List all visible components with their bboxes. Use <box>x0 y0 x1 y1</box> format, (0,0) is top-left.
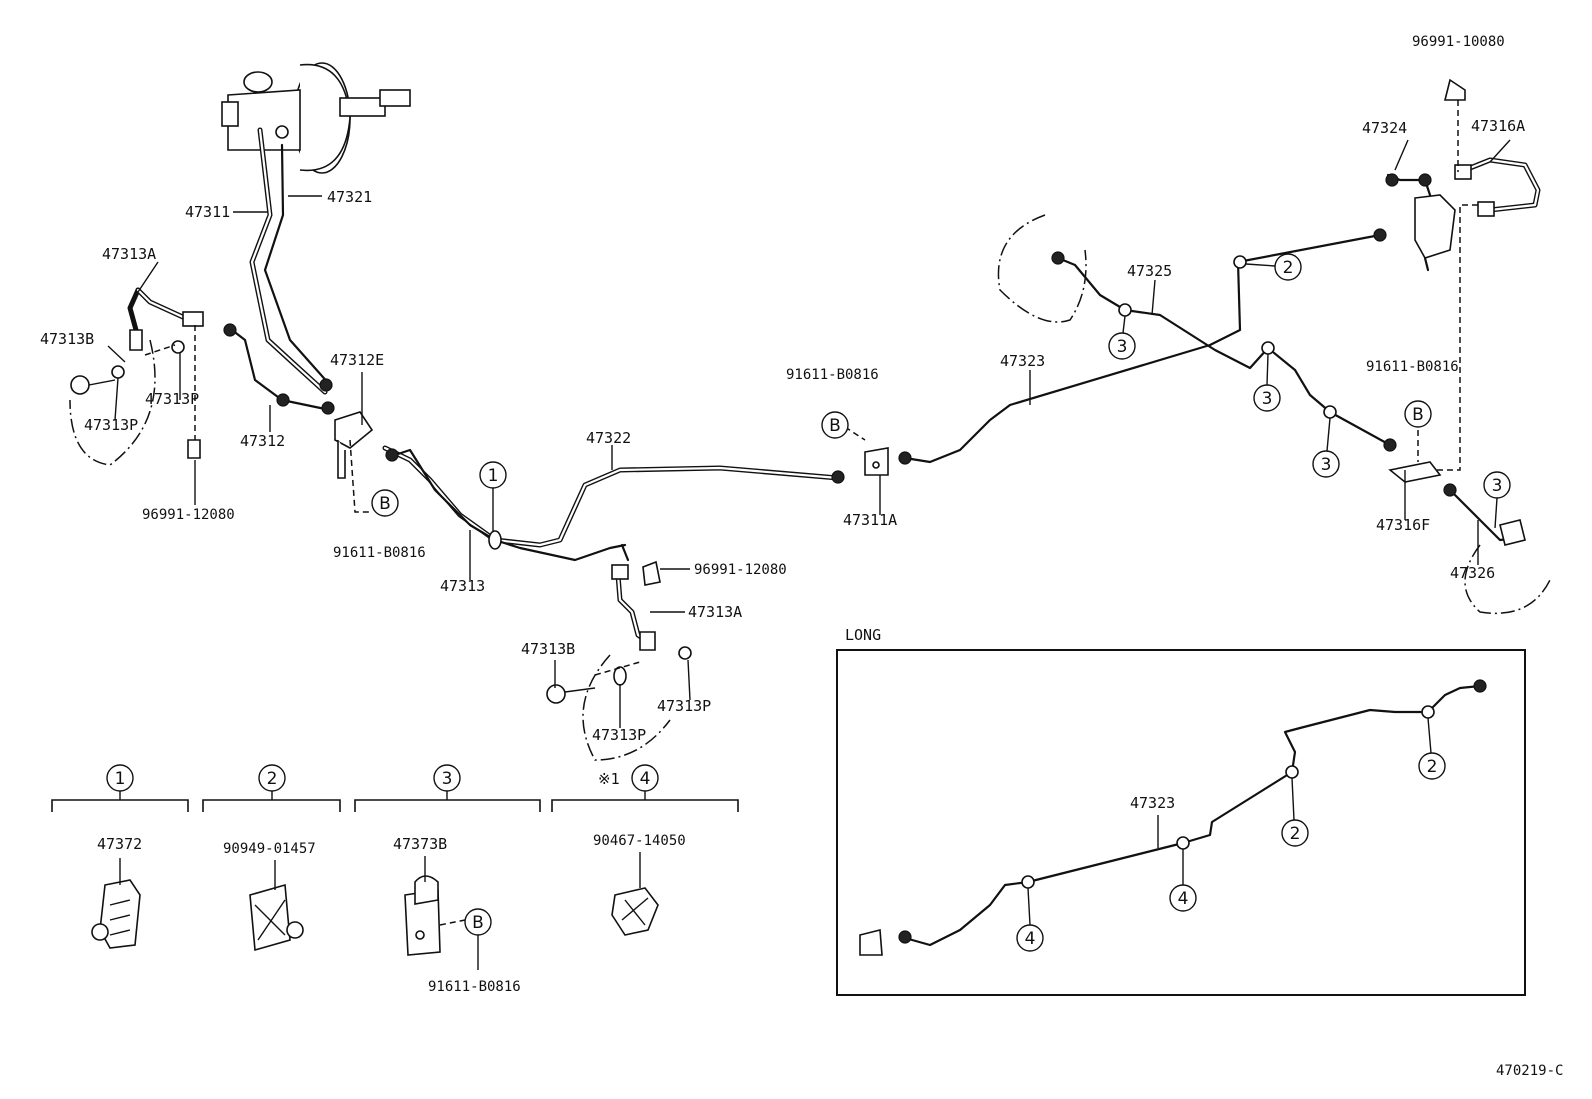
legend-callout-4-text: 4 <box>640 769 651 789</box>
long-callout-4-a-text: 4 <box>1178 889 1189 909</box>
label-91611-B0816-mid: 91611-B0816 <box>786 367 879 383</box>
callout-b-left-text: B <box>379 494 391 514</box>
legend-brackets <box>51 799 739 812</box>
callout-b-right <box>1404 400 1432 428</box>
label-47313A-top: 47313A <box>102 245 156 263</box>
label-90949-01457: 90949-01457 <box>223 841 316 857</box>
long-variant-box <box>836 649 1526 996</box>
label-91611-B0816-left: 91611-B0816 <box>333 545 426 561</box>
long-callout-2-a-text: 2 <box>1427 757 1438 777</box>
label-47312E: 47312E <box>330 351 384 369</box>
callout-b-mid-text: B <box>829 416 841 436</box>
label-47323: 47323 <box>1000 352 1045 370</box>
label-47313A-mid: 47313A <box>688 603 742 621</box>
label-91611-B0816-bottom: 91611-B0816 <box>428 979 521 995</box>
callout-3-c <box>1312 450 1340 478</box>
callout-markers: 1 B B B B 2 3 3 3 3 1 2 3 <box>106 253 1511 952</box>
front-left-pipes <box>69 127 374 479</box>
label-47313B-top: 47313B <box>40 330 94 348</box>
callout-3-a <box>1108 332 1136 360</box>
callout-b-bottom-text: B <box>472 913 484 933</box>
label-90467-14050: 90467-14050 <box>593 833 686 849</box>
main-pipes <box>349 78 1551 615</box>
callout-3-b-text: 3 <box>1262 389 1273 409</box>
label-47311A: 47311A <box>843 511 897 529</box>
label-91611-B0816-right: 91611-B0816 <box>1366 359 1459 375</box>
long-callout-2-b <box>1281 819 1309 847</box>
part-labels: 96991-10080 47324 47316A 47313A 47311 47… <box>40 34 1563 1079</box>
label-47323-long: 47323 <box>1130 794 1175 812</box>
label-47326: 47326 <box>1450 564 1495 582</box>
label-47321: 47321 <box>327 188 372 206</box>
long-callout-2-b-text: 2 <box>1290 824 1301 844</box>
label-47312: 47312 <box>240 432 285 450</box>
callout-b-right-text: B <box>1412 405 1424 425</box>
legend-callout-1-text: 1 <box>115 769 126 789</box>
label-47313P-d: 47313P <box>592 726 646 744</box>
callout-b-left <box>371 489 399 517</box>
label-47324: 47324 <box>1362 119 1407 137</box>
label-47373B: 47373B <box>393 835 447 853</box>
long-label: LONG <box>845 626 881 644</box>
label-96991-10080: 96991-10080 <box>1412 34 1505 50</box>
clamp-47373B-icon <box>404 875 466 956</box>
callout-3-a-text: 3 <box>1117 337 1128 357</box>
callout-3-d-text: 3 <box>1492 476 1503 496</box>
callout-2-main-text: 2 <box>1283 258 1294 278</box>
callout-b-mid <box>821 411 849 439</box>
leader-lines <box>107 139 1511 970</box>
long-callout-4-b-text: 4 <box>1025 929 1036 949</box>
clip-47372-icon <box>91 879 141 949</box>
label-96991-12080-mid: 96991-12080 <box>694 562 787 578</box>
label-47313P-c: 47313P <box>657 697 711 715</box>
front-right-hose <box>546 543 692 761</box>
label-47316A: 47316A <box>1471 117 1525 135</box>
label-47316F: 47316F <box>1376 516 1430 534</box>
label-47322: 47322 <box>586 429 631 447</box>
label-47311: 47311 <box>185 203 230 221</box>
label-47313B-mid: 47313B <box>521 640 575 658</box>
label-96991-12080-left: 96991-12080 <box>142 507 235 523</box>
long-callout-2-a <box>1418 752 1446 780</box>
legend-callout-2-text: 2 <box>267 769 278 789</box>
label-47313: 47313 <box>440 577 485 595</box>
callout-2-main <box>1274 253 1302 281</box>
label-47372: 47372 <box>97 835 142 853</box>
legend-callout-3-text: 3 <box>442 769 453 789</box>
clip-90949-icon <box>249 883 304 952</box>
label-47325: 47325 <box>1127 262 1172 280</box>
callout-1-main-text: 1 <box>488 466 499 486</box>
callout-3-c-text: 3 <box>1321 455 1332 475</box>
long-variant-pipe <box>859 679 1487 956</box>
label-47313P-b: 47313P <box>84 416 138 434</box>
callout-b-bottom <box>464 908 492 936</box>
brake-booster-master-cylinder <box>221 62 411 174</box>
note-mark: ※1 <box>598 770 620 788</box>
label-47313P-a: 47313P <box>145 390 199 408</box>
figure-code: 470219-C <box>1496 1063 1563 1079</box>
clip-90467-icon <box>611 887 659 936</box>
